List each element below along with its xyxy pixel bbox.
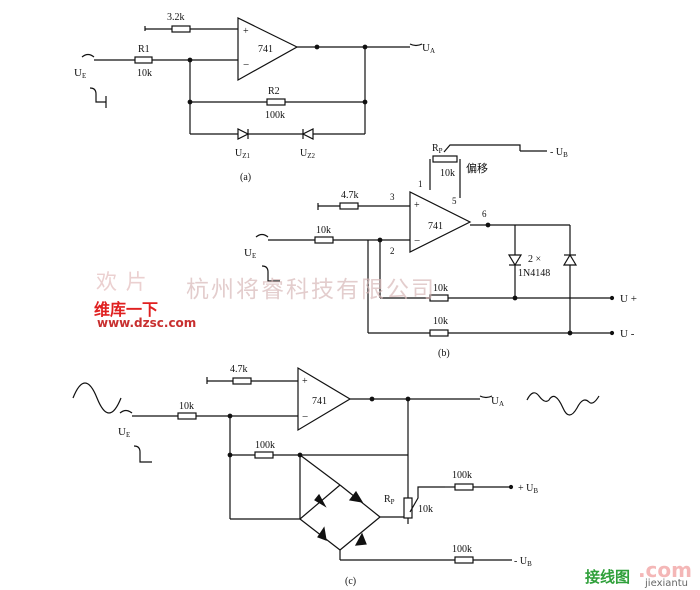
diode-b-2 xyxy=(562,253,578,266)
r1-value: 10k xyxy=(137,68,152,79)
output-a-label: UA xyxy=(422,42,435,55)
potentiometer-rp-b xyxy=(432,155,458,163)
res-c-top-label: 4.7k xyxy=(230,364,248,375)
op-amp-b-label: 741 xyxy=(428,221,443,232)
resistor-c-top xyxy=(232,377,252,385)
input-a-label: UE xyxy=(74,67,86,80)
op-amp-b xyxy=(409,191,472,253)
r2-value: 100k xyxy=(265,110,285,121)
res-b-fb2-label: 10k xyxy=(433,316,448,327)
resistor-r1 xyxy=(134,56,153,64)
r2-label: R2 xyxy=(268,86,280,97)
resistor-a-top xyxy=(171,25,191,33)
bridge-diode-4 xyxy=(354,532,367,546)
rp-c-value: 10k xyxy=(418,504,433,515)
rp-c-label: RP xyxy=(384,494,395,506)
rp-b-value: 10k xyxy=(440,168,455,179)
resistor-b-top xyxy=(339,202,359,210)
bridge-diode-2 xyxy=(348,490,364,503)
svg-text:−: − xyxy=(414,235,420,247)
circuit-c: 741 + − 4.7k 10k UE UA 100k xyxy=(72,364,600,587)
caption-a: (a) xyxy=(240,172,251,183)
out-plus-label: U + xyxy=(620,293,637,305)
zener-z2 xyxy=(301,128,314,140)
ub-c-label: + UB xyxy=(518,483,538,495)
input-b-label: UE xyxy=(244,247,256,260)
zener1-label: UZ1 xyxy=(235,148,251,160)
resistor-c-fb xyxy=(254,451,274,459)
zener-z1 xyxy=(237,128,250,140)
op-amp-c xyxy=(297,366,352,432)
offset-label: 偏移 xyxy=(466,161,488,175)
ub-b-label: - UB xyxy=(550,147,568,159)
resistor-b-fb2 xyxy=(429,329,449,337)
resistor-c-ub xyxy=(454,483,474,491)
op-amp-c-label: 741 xyxy=(312,396,327,407)
circuit-a: 741 + − 3.2k R1 10k UE UA R2 xyxy=(74,12,435,183)
out-minus-label: U - xyxy=(620,328,635,340)
svg-text:+: + xyxy=(302,376,308,387)
pin1: 1 xyxy=(418,179,423,189)
zener2-label: UZ2 xyxy=(300,148,316,160)
resistor-b-in xyxy=(314,236,334,244)
r1-label: R1 xyxy=(138,44,150,55)
resistor-r2 xyxy=(266,98,286,106)
res-b-fb1-label: 10k xyxy=(433,283,448,294)
pin3: 3 xyxy=(390,192,395,202)
svg-text:−: − xyxy=(243,59,249,71)
res-b-in-label: 10k xyxy=(316,225,331,236)
ubn-c-label: - UB xyxy=(514,556,532,568)
op-amp-a-label: 741 xyxy=(258,44,273,55)
potentiometer-rp-c xyxy=(403,497,413,519)
caption-c: (c) xyxy=(345,576,356,587)
output-c-label: UA xyxy=(491,395,504,408)
svg-text:−: − xyxy=(302,411,308,423)
input-waveform xyxy=(72,382,122,414)
pin5: 5 xyxy=(452,196,457,206)
output-waveform xyxy=(526,392,600,416)
caption-b: (b) xyxy=(438,348,450,359)
pin2: 2 xyxy=(390,246,395,256)
svg-text:+: + xyxy=(414,200,420,211)
diode-part: 1N4148 xyxy=(518,268,550,279)
res-b-top-label: 4.7k xyxy=(341,190,359,201)
resistor-c-in xyxy=(177,412,197,420)
op-amp-a xyxy=(237,17,299,82)
res-c-ubn-label: 100k xyxy=(452,544,472,555)
bridge-diode-1 xyxy=(314,493,327,508)
input-c-label: UE xyxy=(118,426,130,439)
res-c-in-label: 10k xyxy=(179,401,194,412)
diode-count: 2 × xyxy=(528,254,541,265)
circuit-b: RP 10k 偏移 - UB 741 + − 1 5 3 2 6 4.7k 10… xyxy=(244,143,637,359)
svg-text:+: + xyxy=(243,26,249,37)
rp-b-label: RP xyxy=(432,143,443,155)
res-c-fb-label: 100k xyxy=(255,440,275,451)
resistor-c-ubn xyxy=(454,556,474,564)
diode-b-1 xyxy=(507,254,523,267)
res-a-top-label: 3.2k xyxy=(167,12,185,23)
bridge-diode-3 xyxy=(317,526,327,541)
resistor-b-fb1 xyxy=(429,294,449,302)
res-c-ub-label: 100k xyxy=(452,470,472,481)
pin6: 6 xyxy=(482,209,487,219)
